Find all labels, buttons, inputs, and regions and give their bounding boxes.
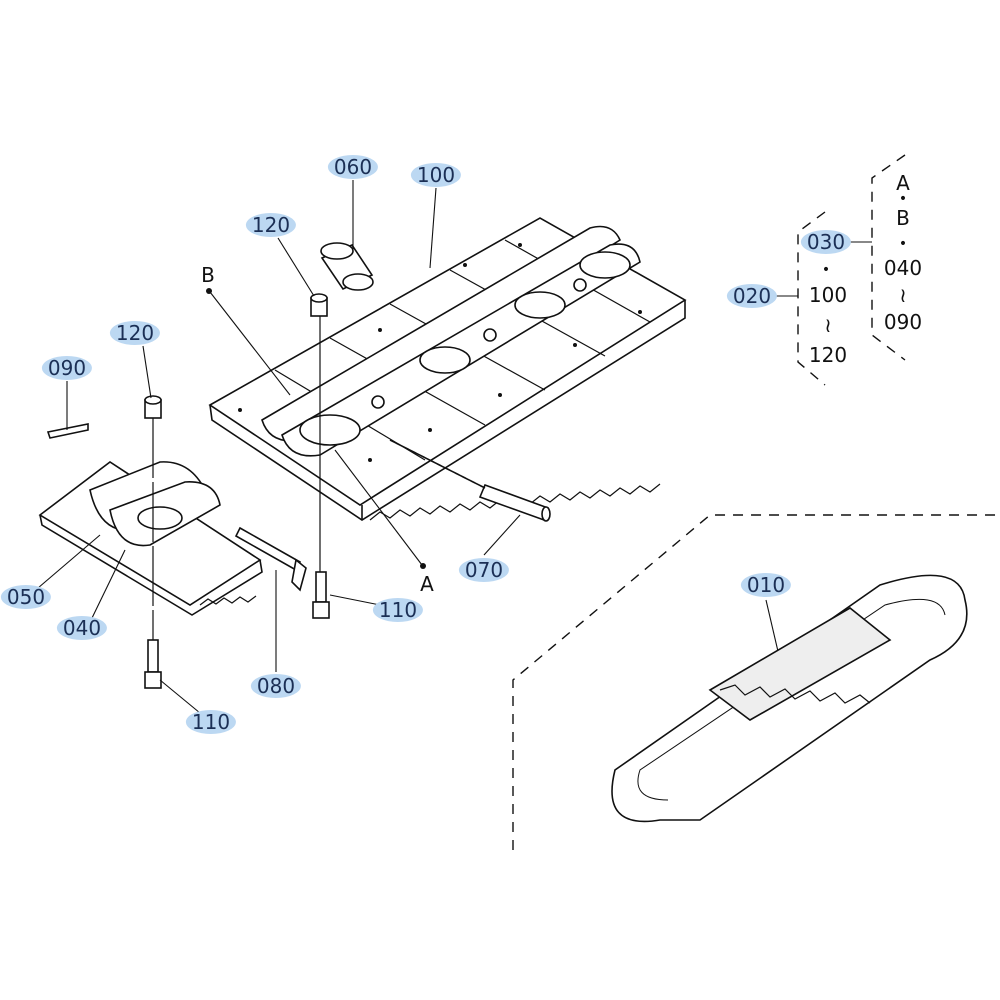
group-030-separator: •	[898, 236, 908, 252]
callout-120[interactable]: 120	[109, 321, 161, 345]
marker-a: A	[420, 572, 434, 596]
callout-090[interactable]: 090	[41, 356, 93, 380]
single-track-shoe	[38, 461, 263, 616]
callout-010[interactable]: 010	[740, 573, 792, 597]
bushing-060	[320, 242, 374, 291]
rubber-track-overview	[611, 574, 968, 823]
bolt-110	[312, 571, 330, 619]
group-020-range: ≀	[824, 313, 832, 337]
callout-070[interactable]: 070	[458, 558, 510, 582]
callout-020[interactable]: 020	[726, 284, 778, 308]
pin-070	[389, 439, 551, 522]
group-030-range: ≀	[899, 283, 907, 307]
chain-links	[261, 225, 641, 457]
marker-b: B	[201, 263, 215, 287]
leader-lines	[37, 180, 872, 714]
callout-030[interactable]: 030	[800, 230, 852, 254]
track-shoe-assembly	[208, 217, 687, 521]
group-020-from: 100	[808, 283, 848, 307]
callout-110[interactable]: 110	[372, 598, 424, 622]
group-030-to: 090	[883, 310, 923, 334]
nut-120	[310, 293, 328, 317]
callout-050[interactable]: 050	[0, 585, 52, 609]
group-030-a: A	[896, 171, 910, 195]
nut-120-left	[144, 395, 162, 419]
bolt-110-left	[144, 639, 162, 689]
callout-040[interactable]: 040	[56, 616, 108, 640]
group-020-separator: •	[821, 262, 831, 278]
callout-110[interactable]: 110	[185, 710, 237, 734]
callout-100[interactable]: 100	[410, 163, 462, 187]
group-030-separator: •	[898, 191, 908, 207]
group-030-from: 040	[883, 256, 923, 280]
group-020-to: 120	[808, 343, 848, 367]
dashed-frame	[512, 154, 1000, 850]
group-030-b: B	[896, 206, 910, 230]
callout-080[interactable]: 080	[250, 674, 302, 698]
pin-080	[234, 526, 307, 592]
callout-120[interactable]: 120	[245, 213, 297, 237]
master-pin-090	[46, 423, 89, 439]
callout-060[interactable]: 060	[327, 155, 379, 179]
